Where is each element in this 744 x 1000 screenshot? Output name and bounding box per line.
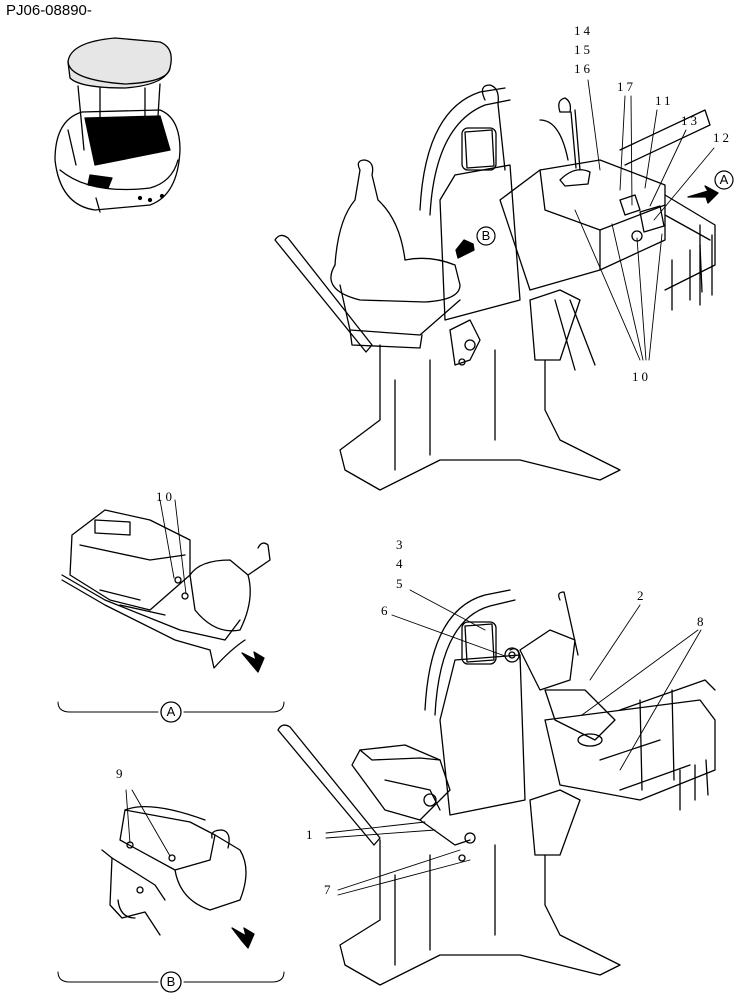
callout-10-top: 10 bbox=[632, 369, 651, 384]
callout-14: 14 bbox=[574, 23, 593, 38]
callout-9: 9 bbox=[116, 766, 126, 781]
page-id: PJ06-08890- bbox=[6, 2, 92, 19]
callout-16: 16 bbox=[574, 61, 593, 76]
view-b-circle bbox=[160, 971, 182, 993]
leader-lines-top bbox=[574, 79, 715, 361]
callout-6: 6 bbox=[381, 603, 391, 618]
callout-8: 8 bbox=[697, 614, 707, 629]
view-a-marker-label: A bbox=[719, 172, 729, 187]
callout-15: 15 bbox=[574, 42, 593, 57]
view-b-label: B bbox=[166, 974, 176, 989]
machine-overview-thumbnail bbox=[54, 37, 181, 213]
main-frame-bottom bbox=[277, 589, 716, 986]
callout-7: 7 bbox=[324, 882, 334, 897]
main-frame-top bbox=[274, 84, 719, 491]
detail-view-b bbox=[57, 789, 285, 993]
callout-5: 5 bbox=[396, 576, 406, 591]
callout-12: 12 bbox=[713, 130, 732, 145]
view-b-marker-label: B bbox=[481, 228, 491, 243]
view-a-label: A bbox=[166, 704, 176, 719]
callout-17: 17 bbox=[617, 79, 636, 94]
view-a-circle bbox=[160, 701, 182, 723]
callout-3: 3 bbox=[396, 537, 406, 552]
callout-2: 2 bbox=[637, 588, 647, 603]
callout-4: 4 bbox=[396, 556, 406, 571]
callout-13: 13 bbox=[681, 113, 700, 128]
callout-1: 1 bbox=[306, 827, 316, 842]
detail-view-a bbox=[57, 499, 285, 723]
callout-10-detail: 10 bbox=[156, 489, 175, 504]
callout-11: 11 bbox=[655, 93, 674, 108]
leader-lines-bottom bbox=[325, 589, 702, 896]
